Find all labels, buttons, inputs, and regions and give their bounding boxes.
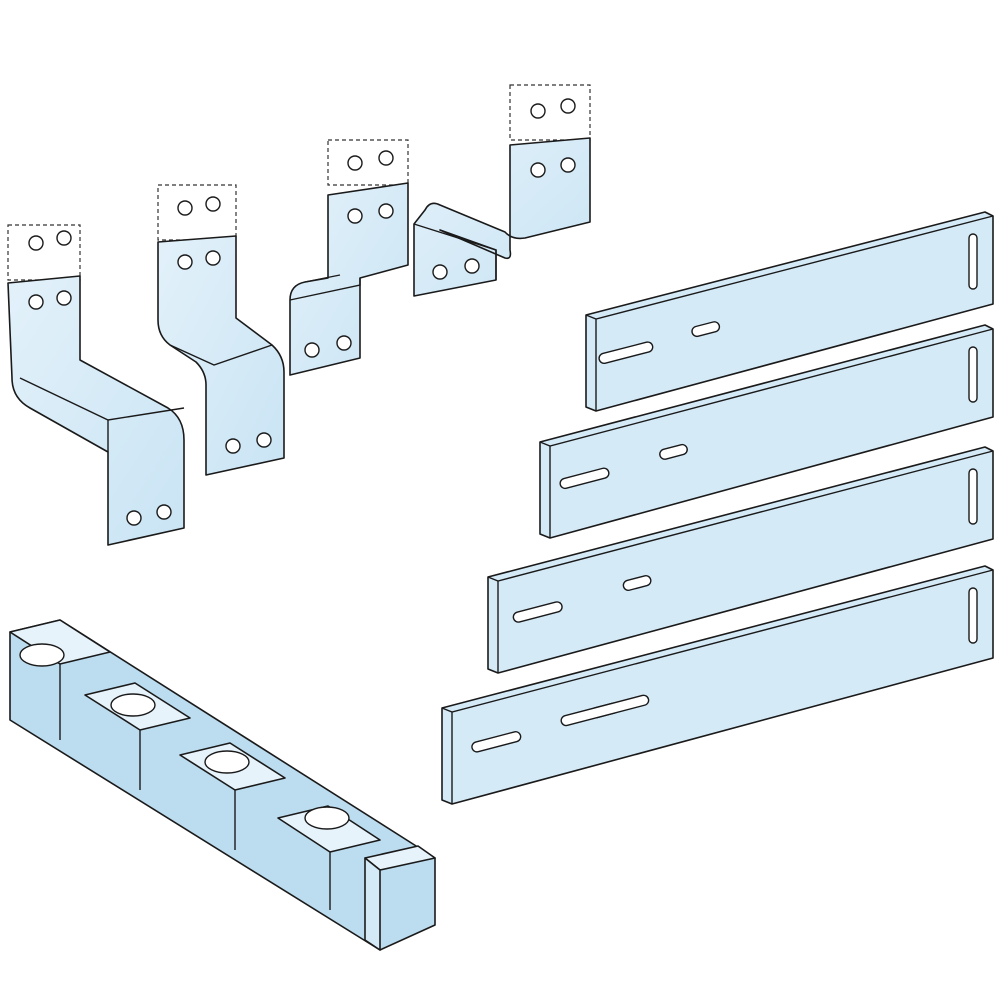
slot-hole (560, 694, 650, 727)
slot-hole (659, 443, 688, 460)
mounting-plate-3 (487, 446, 994, 674)
busbar-connector-2 (157, 184, 285, 476)
slot-hole (598, 341, 654, 365)
busbar-connector-4 (413, 84, 591, 297)
mounting-plate-1 (585, 211, 994, 412)
vertical-slot-hole (968, 346, 978, 403)
vertical-slot-hole (968, 233, 978, 290)
vertical-slot-hole (968, 587, 978, 644)
slot-hole (471, 731, 522, 753)
vertical-slot-hole (968, 468, 978, 525)
busbar-connector-1 (7, 224, 185, 546)
mounting-plate-4 (441, 565, 994, 805)
slot-hole (512, 601, 563, 623)
mounting-plate-2 (539, 324, 994, 539)
busbar-connector-3 (289, 139, 409, 376)
slot-hole (559, 467, 610, 490)
slot-hole (691, 321, 721, 338)
busbar-insulator-support (9, 619, 436, 951)
slot-hole (622, 575, 652, 591)
